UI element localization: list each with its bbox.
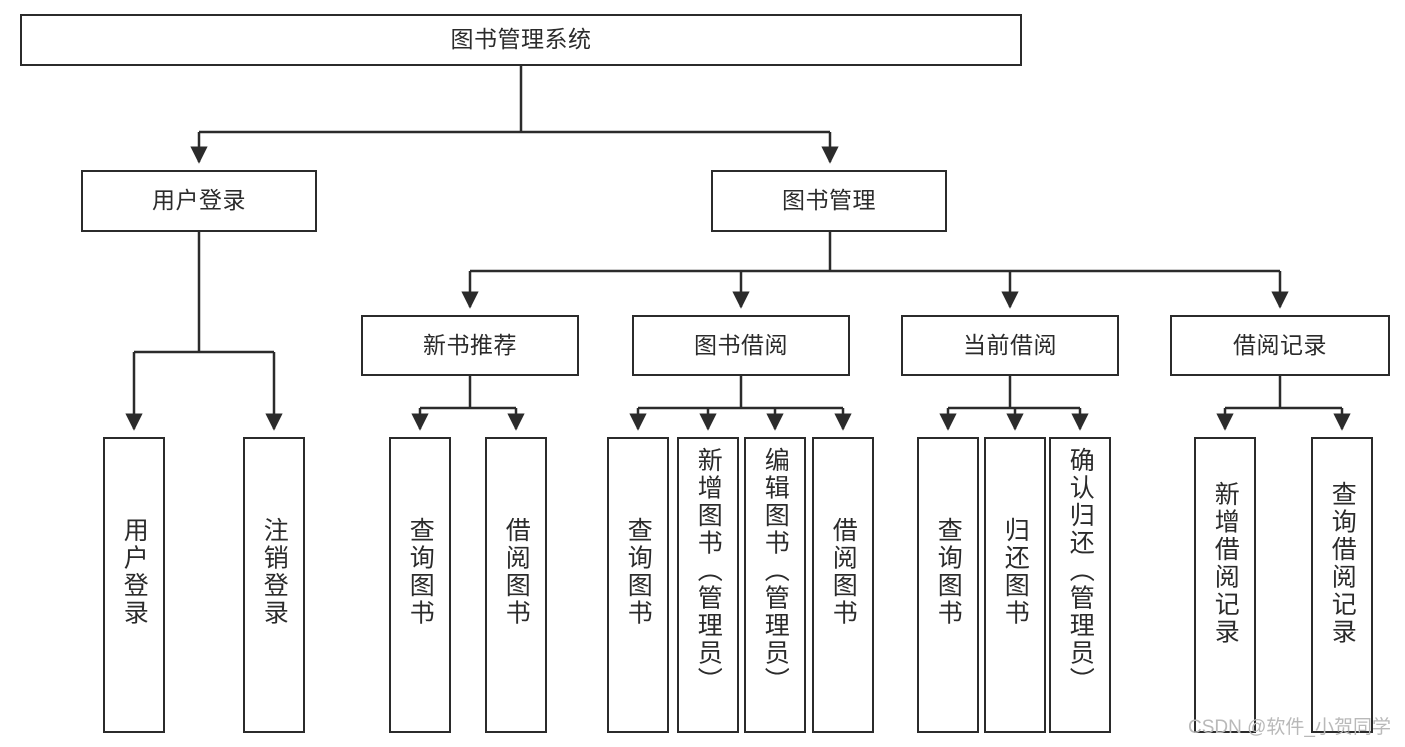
node-new-book-recommend-label: 新书推荐 — [423, 331, 517, 358]
node-current-borrow-label: 当前借阅 — [963, 331, 1057, 358]
node-leaf-confirm-return-admin[interactable]: 确认归还（管理员） — [1049, 437, 1111, 733]
node-leaf-borrow-books-rec[interactable]: 借阅图书 — [485, 437, 547, 733]
node-leaf-add-book-admin[interactable]: 新增图书（管理员） — [677, 437, 739, 733]
node-root-label: 图书管理系统 — [450, 26, 592, 53]
node-leaf-query-books-rec[interactable]: 查询图书 — [389, 437, 451, 733]
node-leaf-query-books-current-label: 查询图书 — [934, 517, 963, 627]
node-leaf-logout-login-label: 注销登录 — [260, 517, 289, 627]
node-leaf-user-login-label: 用户登录 — [120, 517, 149, 627]
node-leaf-user-login[interactable]: 用户登录 — [103, 437, 165, 733]
node-leaf-query-borrow-record-label: 查询借阅记录 — [1328, 481, 1357, 646]
node-leaf-edit-book-admin-label: 编辑图书（管理员） — [761, 447, 790, 695]
node-leaf-return-book-label: 归还图书 — [1001, 517, 1030, 627]
node-leaf-query-books-borrow[interactable]: 查询图书 — [607, 437, 669, 733]
node-new-book-recommend[interactable]: 新书推荐 — [361, 315, 579, 376]
node-leaf-borrow-book[interactable]: 借阅图书 — [812, 437, 874, 733]
node-leaf-add-borrow-record[interactable]: 新增借阅记录 — [1194, 437, 1256, 733]
node-leaf-query-books-current[interactable]: 查询图书 — [917, 437, 979, 733]
node-book-borrow[interactable]: 图书借阅 — [632, 315, 850, 376]
node-user-login[interactable]: 用户登录 — [81, 170, 317, 232]
node-leaf-query-borrow-record[interactable]: 查询借阅记录 — [1311, 437, 1373, 733]
csdn-watermark: CSDN @软件_小贺同学 — [1188, 717, 1391, 738]
node-root[interactable]: 图书管理系统 — [20, 14, 1022, 66]
node-leaf-query-books-rec-label: 查询图书 — [406, 517, 435, 627]
node-borrow-record-label: 借阅记录 — [1233, 331, 1327, 358]
node-leaf-query-books-borrow-label: 查询图书 — [624, 517, 653, 627]
node-book-borrow-label: 图书借阅 — [694, 331, 788, 358]
node-leaf-return-book[interactable]: 归还图书 — [984, 437, 1046, 733]
node-user-login-label: 用户登录 — [152, 187, 246, 214]
node-leaf-logout-login[interactable]: 注销登录 — [243, 437, 305, 733]
node-leaf-edit-book-admin[interactable]: 编辑图书（管理员） — [744, 437, 806, 733]
node-book-management-label: 图书管理 — [782, 187, 876, 214]
node-borrow-record[interactable]: 借阅记录 — [1170, 315, 1390, 376]
node-current-borrow[interactable]: 当前借阅 — [901, 315, 1119, 376]
node-leaf-borrow-books-rec-label: 借阅图书 — [502, 517, 531, 627]
node-leaf-add-book-admin-label: 新增图书（管理员） — [694, 447, 723, 695]
node-leaf-add-borrow-record-label: 新增借阅记录 — [1211, 481, 1240, 646]
node-book-management[interactable]: 图书管理 — [711, 170, 947, 232]
node-leaf-borrow-book-label: 借阅图书 — [829, 517, 858, 627]
node-leaf-confirm-return-admin-label: 确认归还（管理员） — [1066, 447, 1095, 695]
